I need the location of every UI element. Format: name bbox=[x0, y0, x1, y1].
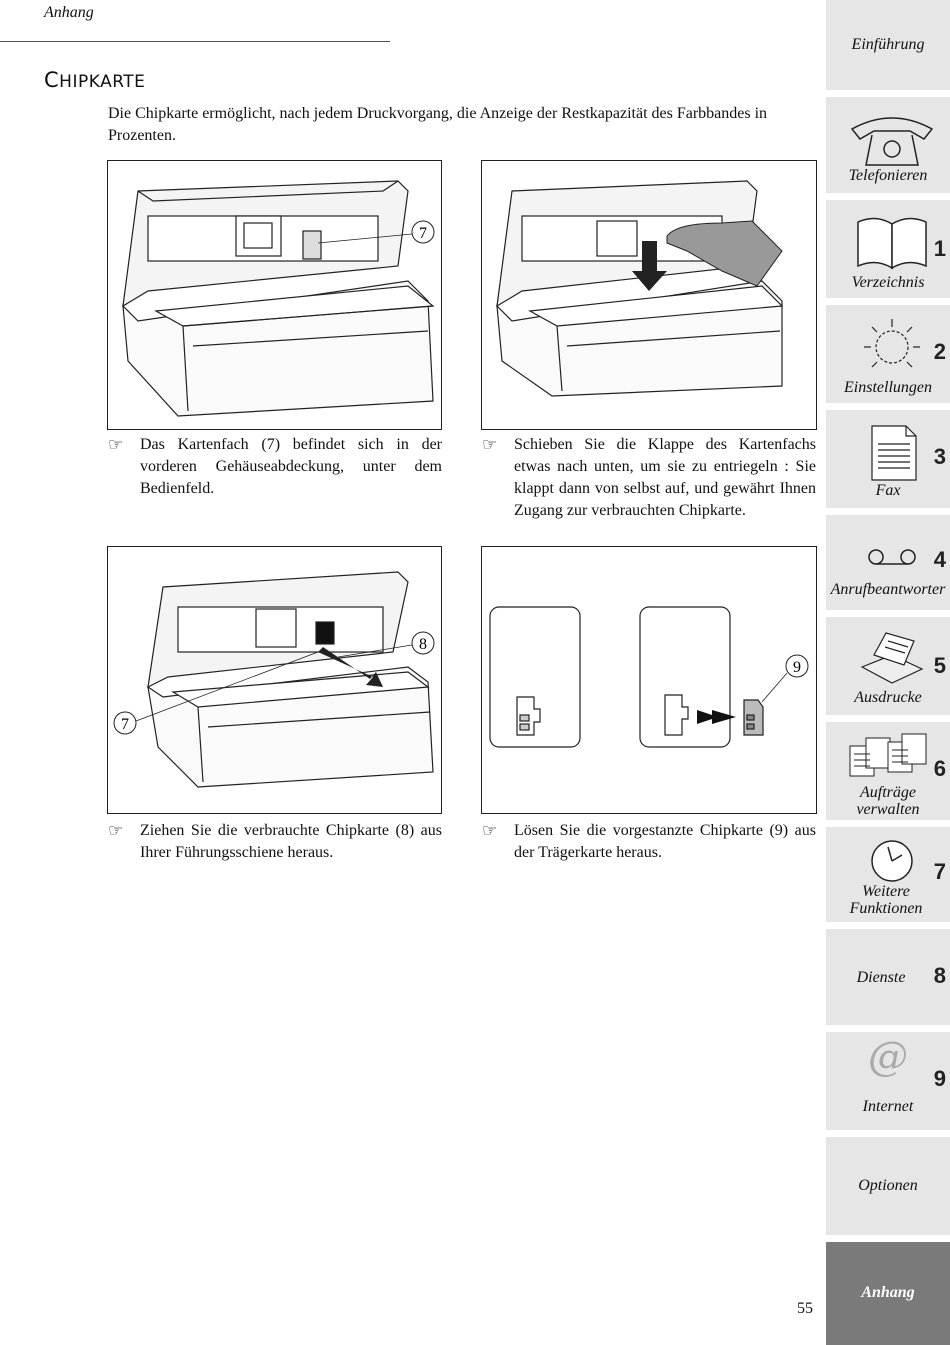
callout-label: 8 bbox=[419, 636, 427, 653]
sidebar-nav: Einführung Telefonieren 1 Verzeichnis bbox=[826, 0, 950, 1345]
tab-number: 3 bbox=[933, 444, 946, 469]
tab-einfuehrung[interactable]: Einführung bbox=[826, 0, 950, 90]
tab-anhang[interactable]: Anhang bbox=[826, 1242, 950, 1345]
tab-dienste[interactable]: Dienste 8 bbox=[826, 929, 950, 1025]
document-icon bbox=[871, 425, 917, 481]
at-icon: @ bbox=[868, 1034, 908, 1080]
figure-chip-card-punch: 9 bbox=[481, 546, 817, 814]
tab-label: Anrufbeantworter bbox=[830, 581, 946, 598]
fax-drawing-3: 8 7 bbox=[113, 571, 435, 788]
figure-fax-card-slot: 7 bbox=[107, 160, 442, 430]
instruction-3: ☞ Ziehen Sie die verbrauchte Chipkarte (… bbox=[108, 820, 442, 864]
cassette-icon bbox=[868, 549, 916, 565]
printer-icon bbox=[860, 632, 924, 684]
documents-icon bbox=[849, 733, 927, 777]
tab-number: 7 bbox=[933, 859, 946, 884]
tab-number: 9 bbox=[933, 1066, 946, 1091]
tab-optionen[interactable]: Optionen bbox=[826, 1137, 950, 1235]
chip-card-drawing: 9 bbox=[489, 606, 809, 748]
tab-number: 5 bbox=[933, 653, 946, 678]
tab-label: Aufträge verwalten bbox=[856, 784, 920, 818]
title-initial: C bbox=[44, 68, 60, 92]
lightbulb-icon bbox=[864, 319, 920, 368]
section-title: CHIPKARTE bbox=[44, 68, 145, 92]
tab-number: 4 bbox=[933, 547, 946, 572]
telephone-icon bbox=[850, 117, 934, 166]
tab-verzeichnis[interactable]: 1 Verzeichnis bbox=[826, 200, 950, 298]
tab-label: Einführung bbox=[851, 36, 925, 53]
instruction-text: Das Kartenfach (7) befindet sich in der … bbox=[140, 436, 442, 497]
header-section: Anhang bbox=[44, 4, 94, 21]
pointing-hand-icon: ☞ bbox=[482, 435, 498, 455]
tab-number: 2 bbox=[933, 339, 946, 364]
title-rest: HIPKARTE bbox=[59, 72, 146, 92]
fax-drawing-1: 7 bbox=[122, 180, 435, 417]
instruction-1: ☞ Das Kartenfach (7) befindet sich in de… bbox=[108, 434, 442, 500]
page-number: 55 bbox=[797, 1300, 813, 1317]
tab-number: 8 bbox=[933, 963, 946, 988]
tab-label: Fax bbox=[875, 482, 901, 499]
header-rule bbox=[0, 41, 390, 42]
pull-arrow bbox=[318, 647, 383, 687]
callout-label: 7 bbox=[419, 225, 427, 242]
right-arrow bbox=[697, 710, 718, 724]
tab-fax[interactable]: 3 Fax bbox=[826, 410, 950, 508]
callout-7 bbox=[411, 220, 435, 244]
instruction-text: Lösen Sie die vorgestanzte Chipkarte (9)… bbox=[514, 822, 816, 861]
tab-label: Einstellungen bbox=[844, 379, 932, 396]
pointing-hand-icon: ☞ bbox=[108, 435, 124, 455]
tab-einstellungen[interactable]: 2 Einstellungen bbox=[826, 305, 950, 403]
instruction-text: Schieben Sie die Klappe des Kartenfachs … bbox=[514, 436, 816, 519]
fax-drawing-2 bbox=[496, 180, 784, 397]
tab-label: Weitere Funktionen bbox=[849, 883, 923, 917]
intro-text: Die Chipkarte ermöglicht, nach jedem Dru… bbox=[108, 105, 768, 144]
tab-label: Anhang bbox=[861, 1284, 915, 1301]
callout-label: 9 bbox=[793, 659, 801, 676]
book-icon bbox=[857, 217, 927, 270]
instruction-4: ☞ Lösen Sie die vorgestanzte Chipkarte (… bbox=[482, 820, 816, 864]
tab-internet[interactable]: @ 9 Internet bbox=[826, 1032, 950, 1130]
instruction-text: Ziehen Sie die verbrauchte Chipkarte (8)… bbox=[140, 822, 442, 861]
tab-weitere-funktionen[interactable]: 7 Weitere Funktionen bbox=[826, 827, 950, 922]
figure-open-card-flap bbox=[481, 160, 817, 430]
hand-illustration bbox=[666, 220, 783, 287]
pointing-hand-icon: ☞ bbox=[482, 821, 498, 841]
tab-label: Telefonieren bbox=[848, 167, 928, 184]
tab-label: Internet bbox=[862, 1098, 914, 1115]
tab-telefonieren[interactable]: Telefonieren bbox=[826, 97, 950, 193]
clock-icon bbox=[871, 840, 913, 882]
down-arrow bbox=[632, 241, 667, 291]
tab-ausdrucke[interactable]: 5 Ausdrucke bbox=[826, 617, 950, 715]
tab-anrufbeantworter[interactable]: 4 Anrufbeantworter bbox=[826, 515, 950, 610]
tab-label: Verzeichnis bbox=[851, 274, 925, 291]
tab-auftraege-verwalten[interactable]: 6 Aufträge verwalten bbox=[826, 722, 950, 820]
tab-label: Ausdrucke bbox=[854, 689, 922, 706]
instruction-2: ☞ Schieben Sie die Klappe des Kartenfach… bbox=[482, 434, 816, 522]
tab-label: Optionen bbox=[858, 1177, 918, 1194]
figure-remove-card: 8 7 bbox=[107, 546, 442, 814]
tab-number: 6 bbox=[933, 756, 946, 781]
tab-label: Dienste bbox=[856, 969, 906, 986]
tab-number: 1 bbox=[933, 236, 946, 261]
pointing-hand-icon: ☞ bbox=[108, 821, 124, 841]
callout-label: 7 bbox=[121, 716, 129, 733]
